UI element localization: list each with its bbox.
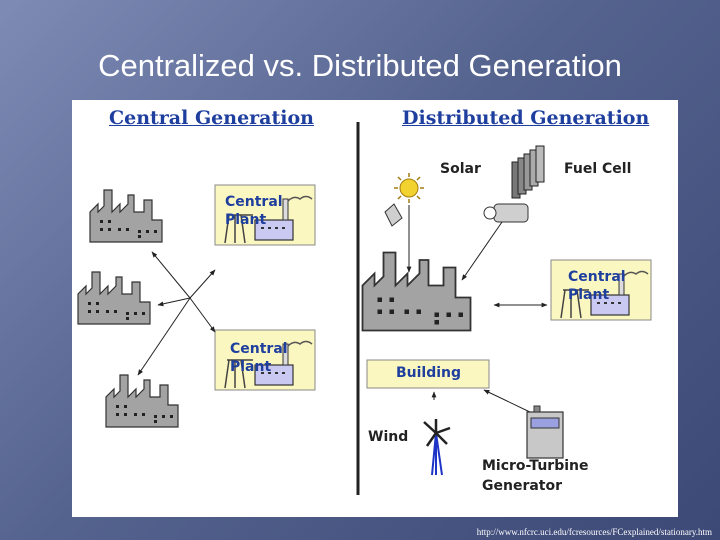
solar-label: Solar: [440, 160, 481, 178]
fuel-cell-label: Fuel Cell: [564, 160, 631, 178]
arrow-to-plant-1: [190, 270, 215, 298]
micro-turbine-label-line2: Generator: [482, 477, 562, 495]
consumer-factory-1: [90, 190, 162, 242]
central-generation-heading: Central Generation: [109, 107, 314, 129]
arrow-fuelcell-to-building: [462, 222, 502, 280]
central-plant-3-label-line2: Plant: [568, 286, 609, 304]
arrow-to-plant-2: [190, 298, 215, 332]
central-plant-1-label-line2: Plant: [225, 211, 266, 229]
solar-panel-icon: [385, 204, 402, 226]
central-plant-3-label-line1: Central: [568, 268, 626, 286]
diagram-panel: Central Generation Distributed Generatio…: [72, 100, 678, 517]
fuel-cell-icon: [512, 146, 544, 198]
central-plant-2-label-line1: Central: [230, 340, 288, 358]
building-label: Building: [396, 364, 461, 382]
arrow-to-factory-1: [152, 252, 190, 298]
sun-icon: [394, 173, 424, 203]
distributed-generation-heading: Distributed Generation: [402, 107, 649, 129]
arrow-to-factory-2: [158, 298, 190, 305]
slide-title: Centralized vs. Distributed Generation: [0, 48, 720, 84]
micro-turbine-label-line1: Micro-Turbine: [482, 457, 588, 475]
wind-label: Wind: [368, 428, 408, 446]
arrow-turbine-to-building: [484, 390, 532, 413]
wind-turbine-icon: [424, 419, 450, 475]
central-plant-2-label-line2: Plant: [230, 358, 271, 376]
source-url: http://www.nfcrc.uci.edu/fcresources/FCe…: [477, 527, 712, 537]
micro-turbine-icon: [527, 406, 563, 458]
consumer-factory-3: [106, 375, 178, 427]
central-plant-1-label-line1: Central: [225, 193, 283, 211]
building-factory: [363, 253, 471, 331]
fuel-cell-generator-icon: [484, 204, 528, 222]
consumer-factory-2: [78, 272, 150, 324]
